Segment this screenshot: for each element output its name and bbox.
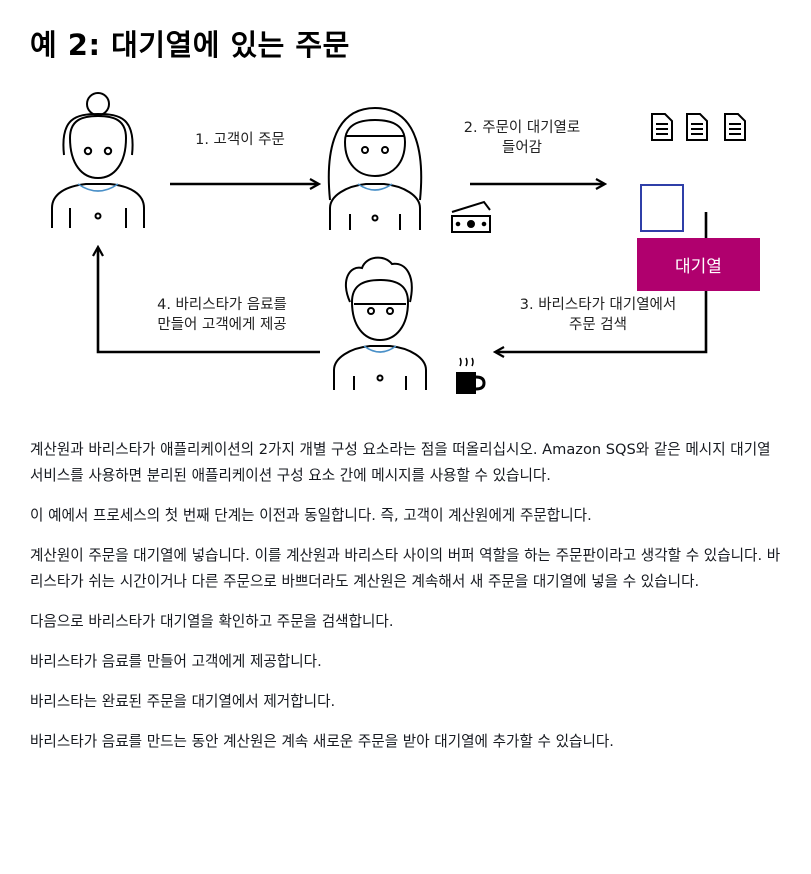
coffee-cup-icon [456,357,486,394]
paragraph: 계산원과 바리스타가 애플리케이션의 2가지 개별 구성 요소라는 점을 떠올리… [30,441,771,484]
paragraph: 바리스타는 완료된 주문을 대기열에서 제거합니다. [30,693,336,710]
customer-icon [51,92,145,228]
cashier-icon [327,106,423,230]
diagram-graphics [51,92,746,394]
document-icon [651,113,746,141]
ordering-diagram: 1. 고객이 주문 2. 주문이 대기열로 들어감 대기열 3. 바리스타가 대… [0,80,811,410]
paragraph: 계산원이 주문을 대기열에 넣습니다. 이를 계산원과 바리스타 사이의 버퍼 … [30,547,781,590]
document-highlight [640,184,684,232]
queue-box: 대기열 [637,238,760,291]
paragraph: 바리스타가 음료를 만들어 고객에게 제공합니다. [30,653,322,670]
page-title: 예 2: 대기열에 있는 주문 [30,28,350,62]
barista-icon [333,256,427,390]
arrow-step4 [98,248,320,354]
step1-label: 1. 고객이 주문 [195,132,285,148]
body-text: 계산원과 바리스타가 애플리케이션의 2가지 개별 구성 요소라는 점을 떠올리… [30,437,782,769]
paragraph: 이 예에서 프로세스의 첫 번째 단계는 이전과 동일합니다. 즉, 고객이 계… [30,507,592,524]
step2-label: 2. 주문이 대기열로 들어감 [463,120,581,156]
paragraph: 다음으로 바리스타가 대기열을 확인하고 주문을 검색합니다. [30,613,394,630]
paragraph: 바리스타가 음료를 만드는 동안 계산원은 계속 새로운 주문을 받아 대기열에… [30,733,614,750]
money-icon [451,200,491,233]
step4-label: 4. 바리스타가 음료를 만들어 고객에게 제공 [157,297,287,333]
step3-label: 3. 바리스타가 대기열에서 주문 검색 [519,297,677,333]
